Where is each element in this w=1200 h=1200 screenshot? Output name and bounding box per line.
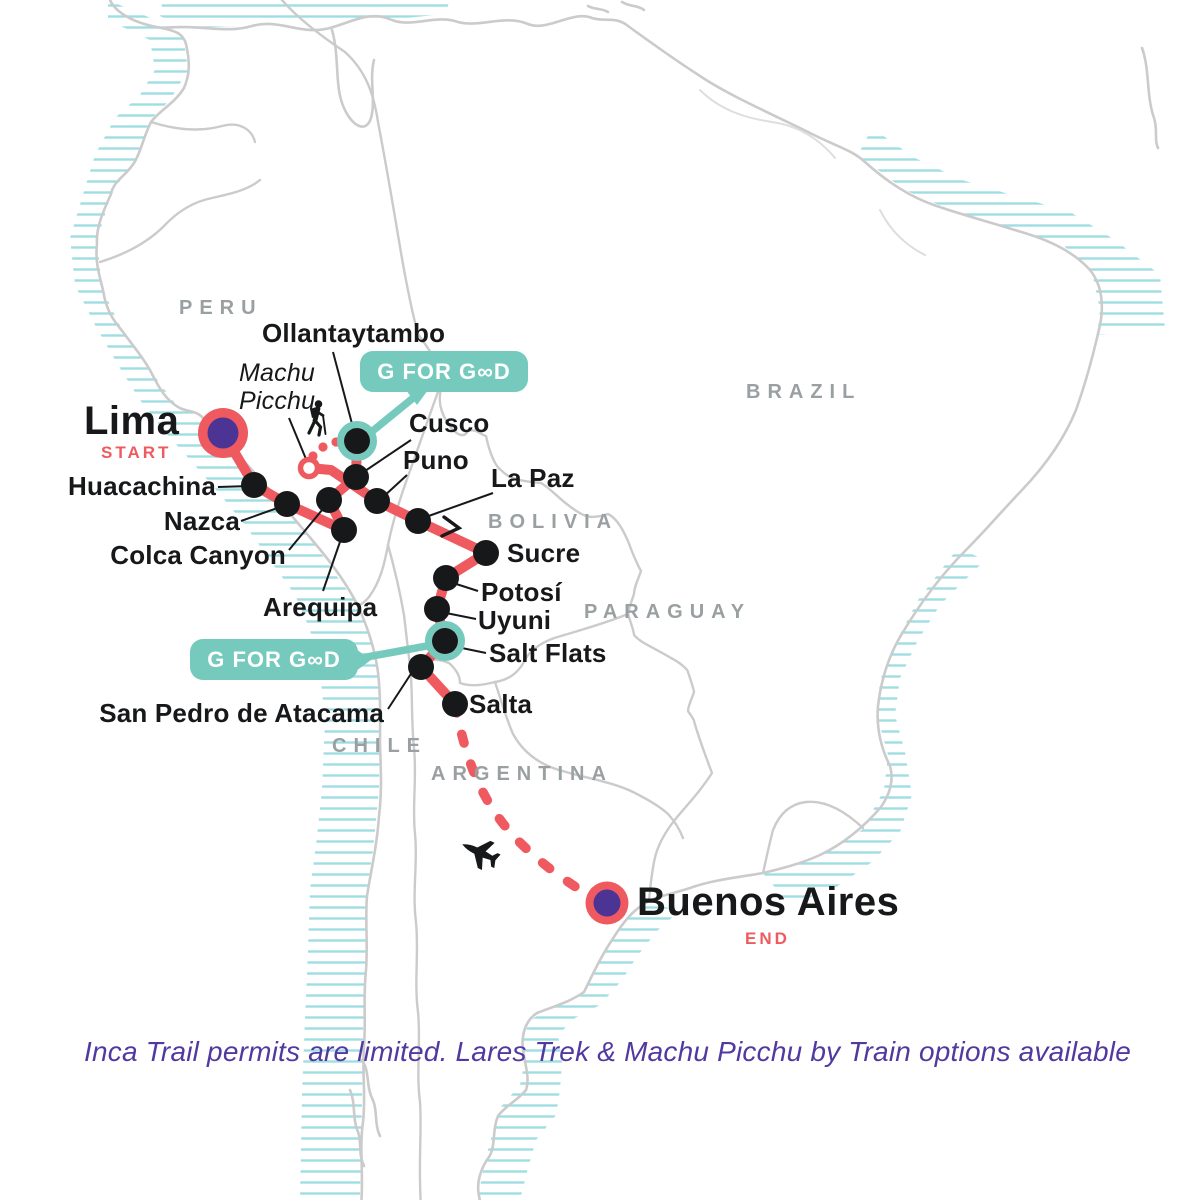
city-label-la-paz: La Paz <box>491 463 575 493</box>
lake-maracaibo-outline <box>330 28 376 128</box>
stop-dot-nazca <box>274 491 300 517</box>
hiker-icon <box>307 400 327 437</box>
country-label-brazil: BRAZIL <box>746 381 862 403</box>
stop-dot-puno <box>364 488 390 514</box>
city-label-arequipa: Arequipa <box>263 592 378 622</box>
city-label-potosi: Potosí <box>481 577 562 607</box>
pointer-colca-canyon <box>288 503 328 551</box>
stop-dot-arequipa <box>331 517 357 543</box>
stop-dot-potosi <box>433 565 459 591</box>
end-city-label: Buenos Aires <box>637 880 900 924</box>
country-label-bolivia: BOLIVIA <box>488 511 619 533</box>
route-flight-salta-buenosaires <box>450 699 601 904</box>
city-label-ollantaytambo: Ollantaytambo <box>262 318 446 348</box>
stop-dot-huacachina <box>241 472 267 498</box>
coastline-north-atlantic <box>160 14 1104 1200</box>
border-peru-bolivia <box>356 376 445 608</box>
southern-chile-fjords <box>348 1058 382 1168</box>
pacific-coast-hatching <box>70 0 380 1200</box>
city-label-sucre: Sucre <box>507 538 581 568</box>
pointer-machu-picchu <box>288 417 307 460</box>
city-label-uyuni: Uyuni <box>478 605 552 635</box>
northeast-coast-hatching <box>858 128 1165 335</box>
stop-dot-san-pedro <box>408 654 434 680</box>
stop-dot-colca-canyon <box>316 487 342 513</box>
southeast-coast-hatching <box>762 548 985 905</box>
stop-dot-sucre <box>473 540 499 566</box>
south-atlantic-coast-hatching <box>478 900 678 1200</box>
stop-dot-salt-flats <box>432 628 458 654</box>
trail-dot <box>318 442 328 452</box>
pointer-arequipa <box>322 535 343 592</box>
border-paraguay-brazil-parana <box>626 612 714 903</box>
city-label-machu-picchu: Machu Picchu <box>239 359 316 415</box>
machu-picchu-open-marker <box>297 456 321 480</box>
g-for-good-badge-ollantaytambo: G FOR G∞D <box>360 351 528 405</box>
airplane-icon <box>462 840 501 870</box>
caribbean-islands <box>586 0 1160 150</box>
gfg-ring-salt-flats <box>425 621 465 661</box>
country-label-peru: PERU <box>179 297 263 319</box>
stop-dot-cusco <box>343 464 369 490</box>
city-label-puno: Puno <box>403 445 469 475</box>
stop-dot-salta <box>442 691 468 717</box>
country-label-paraguay: PARAGUAY <box>584 601 752 623</box>
pointer-la-paz <box>422 492 494 519</box>
border-peru-ecuador <box>98 178 262 264</box>
direction-chevron-icon <box>440 515 463 538</box>
badge-tail <box>356 649 371 671</box>
gfg-ring-ollantaytambo <box>337 421 377 461</box>
country-label-chile: CHILE <box>332 735 427 757</box>
caribbean-coast-hatching <box>160 0 450 28</box>
g-for-good-badge-text: G FOR G∞D <box>207 647 341 672</box>
city-label-colca-canyon: Colca Canyon <box>110 540 286 570</box>
badge-tail <box>406 390 428 405</box>
border-venezuela-colombia-brazil <box>280 0 420 336</box>
pointer-cusco <box>361 439 412 474</box>
stop-dot-la-paz <box>405 508 431 534</box>
city-label-salt-flats: Salt Flats <box>489 638 607 668</box>
stop-dot-ollantaytambo <box>344 428 370 454</box>
border-ecuador-colombia <box>149 120 257 144</box>
amazon-river <box>699 89 926 256</box>
g-for-good-badge-salt-flats: G FOR G∞D <box>190 639 371 680</box>
g-for-good-badge-text: G FOR G∞D <box>377 359 511 384</box>
end-tag: END <box>745 929 790 948</box>
city-label-cusco: Cusco <box>409 408 490 438</box>
border-uruguay <box>761 800 865 875</box>
border-paraguay-argentina <box>493 680 685 840</box>
city-label-huacachina: Huacachina <box>68 471 216 501</box>
country-label-argentina: ARGENTINA <box>431 763 613 785</box>
border-chile-argentina <box>386 543 422 1200</box>
stop-dot-uyuni <box>424 596 450 622</box>
city-label-san-pedro: San Pedro de Atacama <box>99 698 384 728</box>
itinerary-note: Inca Trail permits are limited. Lares Tr… <box>84 1036 1131 1067</box>
city-label-nazca: Nazca <box>163 506 240 536</box>
end-marker-buenos-aires <box>585 881 629 925</box>
border-peru-brazil-bolivia <box>416 332 643 616</box>
start-marker-lima <box>198 408 248 458</box>
start-city-label: Lima <box>84 399 180 443</box>
pointer-ollantaytambo <box>332 351 356 436</box>
city-label-salta: Salta <box>469 689 533 719</box>
start-tag: START <box>101 443 172 462</box>
